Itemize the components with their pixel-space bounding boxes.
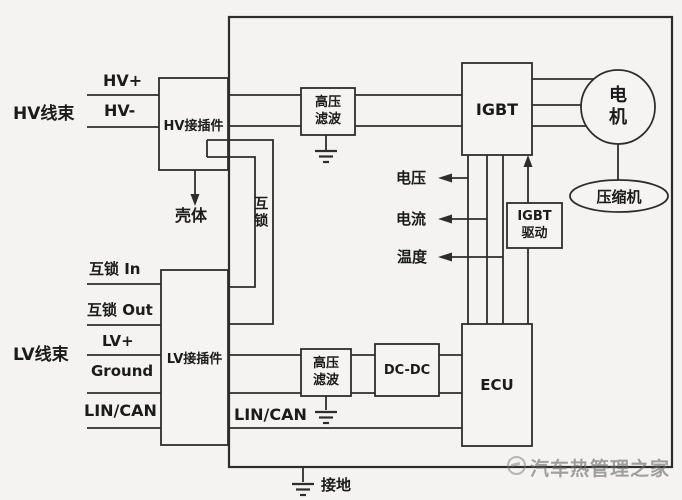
compressor-ellipse (569, 179, 669, 213)
housing-arrow-icon (190, 194, 200, 206)
interlock-label: 互锁 (252, 196, 269, 230)
chassis-ground-label: 接地 (321, 476, 352, 494)
current-signal-label: 电流 (396, 210, 427, 228)
igbt-label: IGBT (475, 99, 519, 119)
temperature-signal-label: 温度 (397, 248, 428, 266)
lv-plus-pin-label: LV+ (102, 332, 134, 350)
lv-connector-box (160, 269, 229, 446)
hv-connector-label: HV接插件 (163, 118, 224, 134)
dcdc-box (374, 343, 440, 397)
driver-to-igbt-arrow-icon (523, 155, 533, 167)
main-enclosure-box (227, 15, 674, 469)
hv-minus-pin-label: HV- (104, 101, 136, 120)
watermark-text: 汽车热管理之家 (530, 458, 671, 480)
current-arrow-icon (438, 214, 452, 224)
hv-filter-top-label: 高压滤波 (314, 95, 341, 127)
interlock-in-pin-label: 互锁 In (89, 260, 141, 278)
compressor-label: 压缩机 (596, 187, 642, 206)
ground-symbol-chassis (292, 482, 314, 497)
temperature-arrow-icon (438, 252, 452, 262)
interlock-out-pin-label: 互锁 Out (87, 301, 153, 319)
hv-harness-label: HV线束 (13, 104, 75, 124)
ground-pin-label: Ground (91, 362, 154, 380)
lin-can-pin-label: LIN/CAN (84, 401, 157, 420)
ground-symbol-lv-filter (315, 410, 337, 425)
motor-circle (580, 69, 656, 145)
igbt-driver-box (506, 202, 563, 249)
hv-plus-pin-label: HV+ (103, 71, 143, 90)
lin-can-internal-label: LIN/CAN (234, 405, 307, 424)
hv-filter-top-box (300, 87, 356, 136)
lv-harness-label: LV线束 (13, 345, 69, 365)
motor-label: 电机 (609, 84, 627, 129)
watermark-logo-icon (507, 456, 526, 475)
hv-filter-bottom-label: 高压滤波 (312, 356, 339, 388)
ecu-box (461, 323, 533, 447)
voltage-arrow-icon (438, 173, 452, 183)
lv-connector-label: LV接插件 (166, 352, 223, 367)
hv-connector-box (158, 77, 229, 171)
ground-symbol-hv-filter (315, 149, 337, 164)
igbt-box (461, 62, 533, 156)
dcdc-label: DC-DC (383, 362, 431, 378)
voltage-signal-label: 电压 (396, 169, 427, 187)
hv-filter-bottom-box (300, 348, 352, 397)
housing-label: 壳体 (175, 206, 208, 225)
ecu-label: ECU (480, 376, 514, 394)
